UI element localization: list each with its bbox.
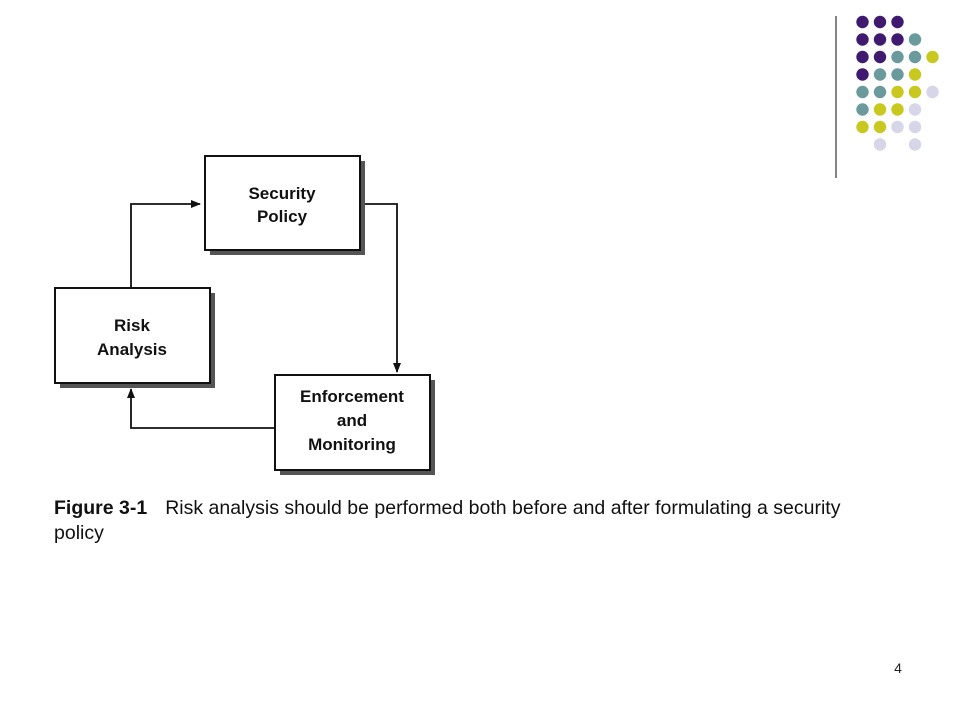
figure-caption-text: Risk analysis should be performed both b… (54, 497, 841, 544)
slide-number: 4 (894, 660, 902, 676)
decorative-dot (891, 15, 904, 29)
decorative-dot (873, 120, 887, 134)
arrow-enforcement-to-risk (127, 388, 275, 429)
decorative-dot (926, 85, 939, 99)
decorative-dot (908, 68, 922, 81)
node-enforcement-line-3: Monitoring (308, 435, 396, 454)
decorative-dot (873, 68, 887, 81)
node-security-policy: Security Policy (204, 155, 365, 255)
node-security-policy-line-1: Security (248, 184, 316, 203)
node-security-policy-line-2: Policy (257, 207, 308, 226)
decorative-dot (891, 85, 904, 99)
decorative-dot (908, 138, 922, 151)
decorative-dot (873, 33, 887, 46)
node-risk-analysis-line-2: Analysis (97, 340, 167, 359)
decorative-dot (856, 103, 869, 116)
decorative-dot (891, 68, 904, 81)
decorative-dot (873, 103, 887, 116)
decorative-dot (891, 50, 904, 64)
decorative-dot (873, 50, 887, 64)
decorative-dot (856, 15, 869, 29)
decorative-dot (908, 103, 922, 116)
arrow-policy-to-enforcement (360, 203, 401, 373)
decorative-dot (856, 33, 869, 46)
decorative-dot (873, 85, 887, 99)
node-enforcement-line-1: Enforcement (300, 387, 404, 406)
figure-label: Figure 3-1 (54, 497, 148, 519)
arrow-risk-to-policy (130, 200, 201, 288)
node-risk-analysis: Risk Analysis (54, 287, 215, 388)
decorative-dot (891, 120, 904, 134)
node-risk-analysis-line-1: Risk (114, 316, 150, 335)
decorative-dot (908, 50, 922, 64)
decorative-dot (856, 120, 869, 134)
node-enforcement-line-2: and (337, 411, 367, 430)
decorative-dot (908, 85, 922, 99)
decorative-dot (856, 85, 869, 99)
node-enforcement-monitoring: Enforcement and Monitoring (274, 374, 435, 475)
decorative-dot (926, 50, 939, 64)
decorative-dot (891, 33, 904, 46)
decorative-dot (873, 138, 887, 151)
decorative-dot (908, 120, 922, 134)
decorative-dot (908, 33, 922, 46)
decorative-dot (873, 15, 887, 29)
decorative-dot-grid (835, 15, 939, 178)
decorative-dot (891, 103, 904, 116)
decorative-dot (856, 50, 869, 64)
decorative-dot (856, 68, 869, 81)
